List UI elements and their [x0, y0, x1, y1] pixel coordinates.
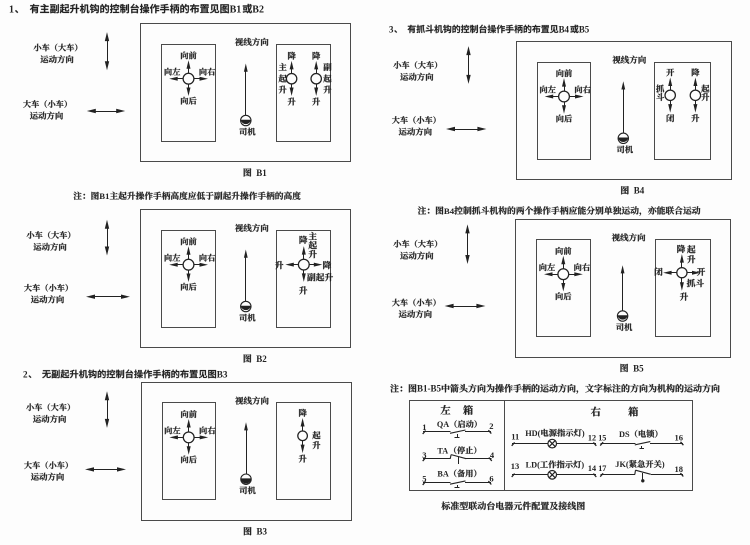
- svg-text:14: 14: [588, 464, 596, 473]
- svg-text:B3: B3: [217, 369, 228, 379]
- svg-text:13: 13: [511, 461, 520, 471]
- svg-text:JK(: JK(: [615, 460, 629, 469]
- svg-text:1: 1: [9, 4, 14, 15]
- svg-text:B2: B2: [252, 4, 264, 15]
- svg-text:B5: B5: [633, 363, 644, 373]
- svg-text:6: 6: [489, 473, 493, 483]
- svg-text:): ): [582, 429, 585, 438]
- svg-text:3: 3: [422, 450, 426, 460]
- svg-text:2: 2: [23, 369, 28, 379]
- svg-text:B1-B5: B1-B5: [417, 384, 442, 394]
- svg-text:5: 5: [422, 473, 426, 483]
- svg-text:TA: TA: [437, 446, 448, 455]
- svg-text:DS: DS: [619, 430, 630, 439]
- svg-text:1: 1: [422, 422, 426, 432]
- svg-text:LD(: LD(: [526, 461, 541, 470]
- svg-text:QA: QA: [437, 420, 449, 429]
- svg-text:18: 18: [675, 464, 684, 474]
- svg-text:2: 2: [489, 421, 493, 431]
- svg-text:B3: B3: [257, 527, 268, 537]
- svg-text:15: 15: [598, 433, 606, 442]
- svg-text:4: 4: [490, 450, 495, 460]
- svg-text:3: 3: [389, 24, 394, 34]
- svg-text:): ): [581, 461, 584, 470]
- svg-text:17: 17: [598, 464, 606, 473]
- svg-text:): ): [662, 460, 665, 469]
- svg-text:B4: B4: [634, 186, 645, 196]
- svg-text:B4: B4: [444, 206, 455, 216]
- svg-text:B1: B1: [99, 191, 109, 201]
- svg-text:B1: B1: [256, 168, 267, 178]
- svg-text:12: 12: [588, 433, 596, 442]
- svg-text:B4: B4: [559, 24, 570, 34]
- svg-text:BA: BA: [437, 469, 448, 478]
- svg-text:B1: B1: [230, 4, 242, 15]
- svg-text:11: 11: [511, 432, 519, 442]
- svg-text:B2: B2: [256, 354, 267, 364]
- svg-text:16: 16: [675, 432, 684, 442]
- svg-text:HD(: HD(: [525, 429, 540, 438]
- svg-text:B5: B5: [579, 24, 590, 34]
